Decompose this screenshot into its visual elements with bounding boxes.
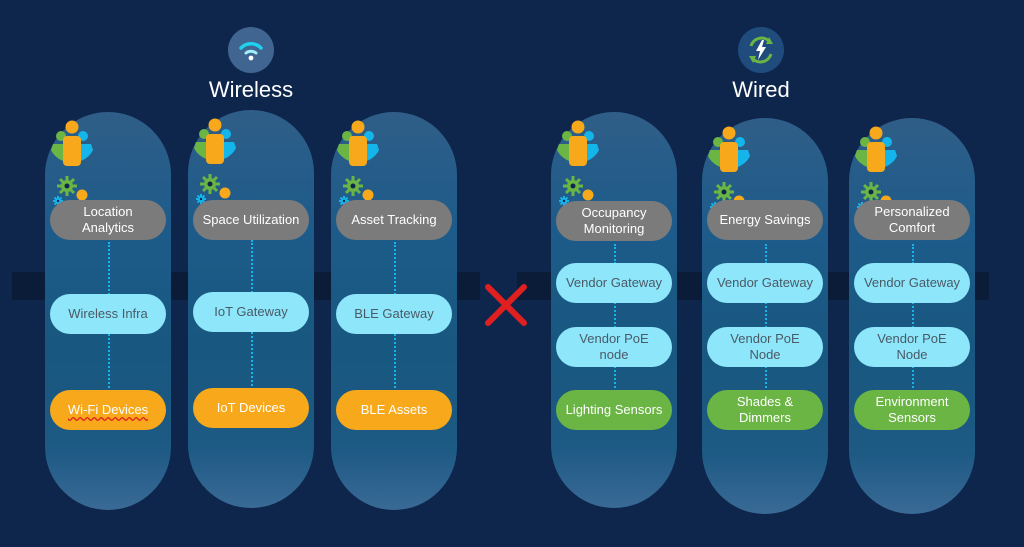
device-label: Wi-Fi Devices: [67, 402, 149, 417]
device-pill: IoT Devices: [193, 388, 309, 428]
connector-line: [912, 302, 914, 332]
people-group-icon: [702, 118, 828, 177]
infra-pill: IoT Gateway: [193, 292, 309, 332]
use-case-pill: Space Utilization: [193, 200, 309, 240]
connector-line: [394, 334, 396, 392]
section-title-wireless: Wireless: [208, 77, 294, 102]
vendor-gateway-pill: Vendor Gateway: [854, 263, 970, 303]
people-group-icon: [551, 112, 677, 171]
connector-line: [765, 302, 767, 332]
connector-line: [614, 302, 616, 332]
use-case-pill: Personalized Comfort: [854, 200, 970, 240]
vendor-poe-node-pill: Vendor PoE Node: [854, 327, 970, 367]
connector-line: [912, 366, 914, 392]
connector-line: [394, 242, 396, 302]
connector-line: [108, 242, 110, 302]
vendor-gateway-pill: Vendor Gateway: [707, 263, 823, 303]
connector-line: [912, 244, 914, 264]
use-case-pill: Energy Savings: [707, 200, 823, 240]
section-title-wired: Wired: [732, 77, 790, 102]
device-pill: Shades & Dimmers: [707, 390, 823, 430]
device-pill: Wi-Fi Devices: [50, 390, 166, 430]
vendor-gateway-pill: Vendor Gateway: [556, 263, 672, 303]
section-header-wireless: Wireless: [151, 27, 351, 103]
connector-line: [765, 244, 767, 264]
section-header-wired: Wired: [661, 27, 861, 103]
connector-line: [251, 240, 253, 300]
device-label: BLE Assets: [360, 402, 428, 417]
device-pill: Environment Sensors: [854, 390, 970, 430]
connector-line: [614, 366, 616, 392]
red-x-icon: [485, 284, 527, 326]
use-case-pill: Location Analytics: [50, 200, 166, 240]
infra-pill: BLE Gateway: [336, 294, 452, 334]
use-case-pill: Asset Tracking: [336, 200, 452, 240]
device-label: IoT Devices: [216, 400, 286, 415]
people-group-icon: [849, 118, 975, 177]
connector-line: [251, 332, 253, 390]
vendor-poe-node-pill: Vendor PoE node: [556, 327, 672, 367]
energy-cycle-icon: [738, 27, 784, 73]
use-case-pill: Occupancy Monitoring: [556, 201, 672, 241]
device-pill: BLE Assets: [336, 390, 452, 430]
connector-line: [614, 244, 616, 264]
vendor-poe-node-pill: Vendor PoE Node: [707, 327, 823, 367]
wifi-icon: [228, 27, 274, 73]
device-pill: Lighting Sensors: [556, 390, 672, 430]
connector-line: [108, 334, 110, 392]
connector-line: [765, 366, 767, 392]
people-group-icon: [45, 112, 171, 171]
people-group-icon: [331, 112, 457, 171]
infra-pill: Wireless Infra: [50, 294, 166, 334]
people-group-icon: [188, 110, 314, 169]
